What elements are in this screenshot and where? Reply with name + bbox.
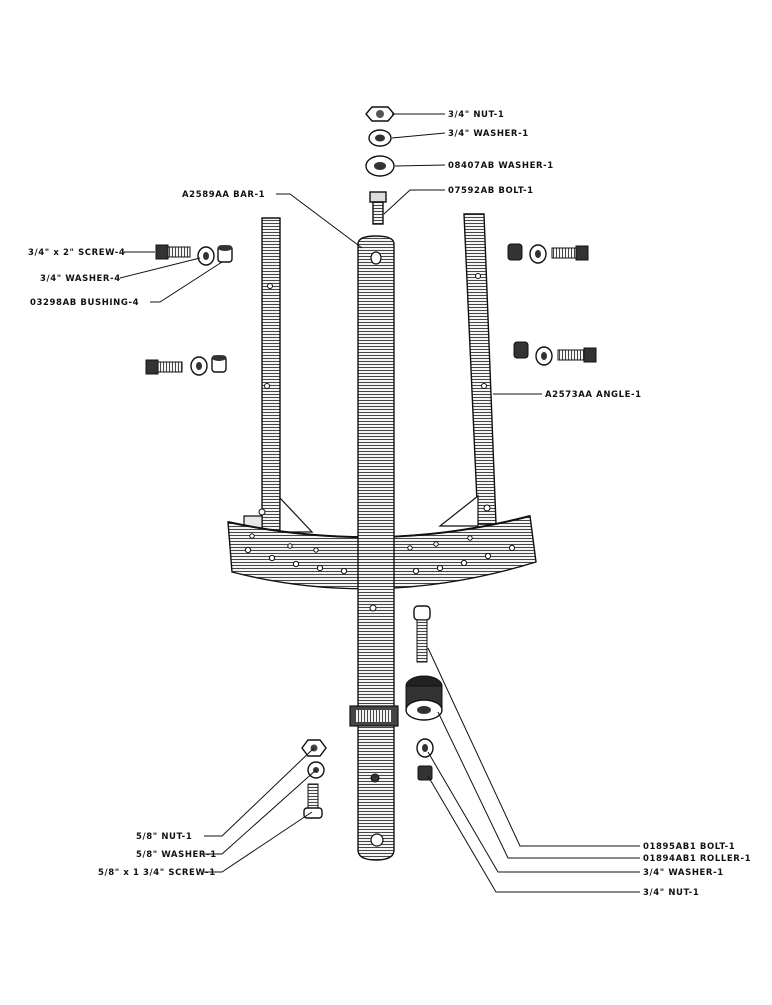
label-right-washer: 3/4" WASHER-1: [643, 868, 724, 878]
leader-lines: [119, 113, 640, 893]
right-bushing-icon: [507, 243, 523, 261]
label-top-nut: 3/4" NUT-1: [448, 110, 504, 120]
roller-bolt-icon: [413, 605, 431, 663]
left-lower-bushing-icon: [211, 355, 227, 373]
left-screw-icon: [155, 244, 191, 260]
label-washer-08407: 08407AB WASHER-1: [448, 161, 554, 171]
right-lower-screw-icon: [557, 347, 597, 363]
roller-icon: [405, 675, 443, 721]
left-angle-part: [243, 217, 314, 541]
left-lower-screw-icon: [145, 359, 183, 375]
left-washer-icon: [197, 246, 215, 266]
top-washer-icon: [368, 129, 392, 147]
label-bar: A2589AA BAR-1: [182, 190, 265, 200]
label-washer-58: 5/8" WASHER-1: [136, 850, 217, 860]
top-bolt-icon: [369, 191, 387, 225]
right-lower-washer-icon: [535, 346, 553, 366]
label-roller-01894: 01894AB1 ROLLER-1: [643, 854, 751, 864]
lower-right-nut-icon: [417, 765, 433, 781]
label-left-screw: 3/4" x 2" SCREW-4: [28, 248, 125, 258]
label-screw-58: 5/8" x 1 3/4" SCREW-1: [98, 868, 216, 878]
center-bar-part: [349, 235, 399, 861]
label-angle: A2573AA ANGLE-1: [545, 390, 642, 400]
label-bolt-07592: 07592AB BOLT-1: [448, 186, 534, 196]
right-screw-icon: [551, 245, 589, 261]
left-lower-washer-icon: [190, 356, 208, 376]
right-lower-bushing-icon: [513, 341, 529, 359]
left-bushing-icon: [217, 245, 233, 263]
right-washer-icon: [529, 244, 547, 264]
right-angle-part: [438, 213, 497, 527]
label-left-washer: 3/4" WASHER-4: [40, 274, 121, 284]
label-right-nut: 3/4" NUT-1: [643, 888, 699, 898]
lower-right-washer-icon: [416, 738, 434, 758]
label-bolt-01895: 01895AB1 BOLT-1: [643, 842, 735, 852]
top-nut-icon: [365, 106, 395, 122]
label-top-washer: 3/4" WASHER-1: [448, 129, 529, 139]
lower-left-screw-icon: [303, 783, 323, 819]
label-bushing: 03298AB BUSHING-4: [30, 298, 139, 308]
large-washer-icon: [365, 155, 395, 177]
label-nut-58: 5/8" NUT-1: [136, 832, 192, 842]
